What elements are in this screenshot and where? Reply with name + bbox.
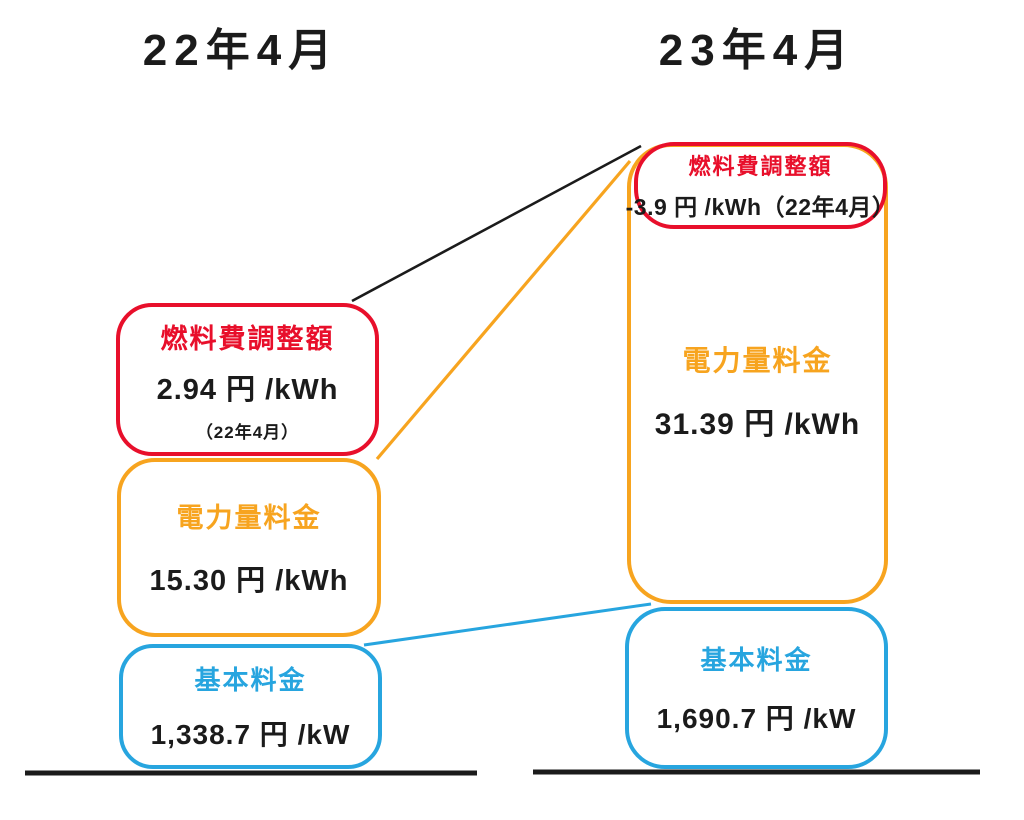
column-title-2022: 22年4月 bbox=[142, 26, 340, 75]
energy-charge-value-2022: 15.30 円 /kWh bbox=[149, 565, 349, 597]
basic-charge-box-2022: 基本料金 1,338.7 円 /kW bbox=[119, 644, 382, 769]
fuel-adjustment-label-2023: 燃料費調整額 bbox=[688, 154, 833, 179]
fuel-adjustment-value-2023: -3.9 円 /kWh（22年4月） bbox=[625, 194, 896, 220]
basic-charge-label-2022: 基本料金 bbox=[194, 665, 307, 695]
column-title-2023: 23年4月 bbox=[658, 26, 856, 75]
fuel-adjustment-note-2022: （22年4月） bbox=[195, 422, 300, 442]
basic-charge-box-2023: 基本料金 1,690.7 円 /kW bbox=[625, 607, 888, 769]
energy-connector-line bbox=[375, 159, 632, 461]
energy-charge-box-2022: 電力量料金 15.30 円 /kWh bbox=[117, 458, 381, 637]
basic-charge-value-2022: 1,338.7 円 /kW bbox=[150, 719, 351, 750]
basic-charge-value-2023: 1,690.7 円 /kW bbox=[656, 702, 857, 734]
energy-charge-value-2023: 31.39 円 /kWh bbox=[654, 407, 861, 441]
energy-charge-label-2023: 電力量料金 bbox=[682, 344, 833, 376]
basic-charge-label-2023: 基本料金 bbox=[700, 644, 813, 675]
fuel-connector-line bbox=[351, 144, 642, 303]
fuel-adjustment-value-2022: 2.94 円 /kWh bbox=[156, 373, 339, 406]
fuel-adjustment-label-2022: 燃料費調整額 bbox=[160, 323, 335, 354]
basic-connector-line bbox=[363, 602, 652, 647]
fuel-adjustment-box-2022: 燃料費調整額 2.94 円 /kWh （22年4月） bbox=[116, 303, 379, 456]
energy-charge-label-2022: 電力量料金 bbox=[176, 503, 322, 533]
fuel-adjustment-box-2023: 燃料費調整額 -3.9 円 /kWh（22年4月） bbox=[626, 142, 895, 229]
